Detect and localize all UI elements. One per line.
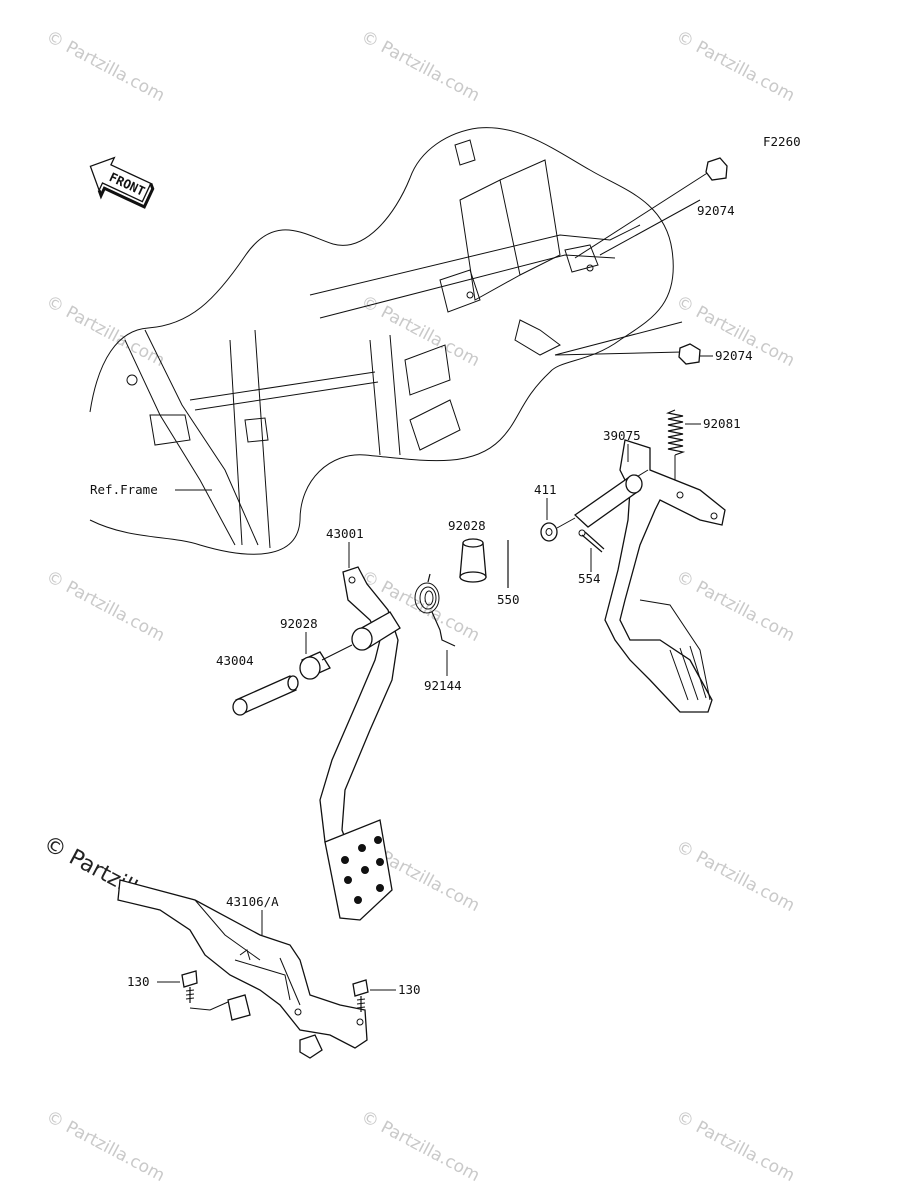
callout-43106a: 43106/A	[226, 894, 279, 909]
watermark: © Partzilla.com	[673, 837, 798, 916]
washer-411	[540, 522, 558, 542]
pedal-shaft	[573, 474, 643, 528]
bushing-92028-right	[459, 538, 487, 583]
callout-92144: 92144	[424, 678, 462, 693]
brake-pedal-39075	[604, 439, 726, 713]
ref-frame-label: Ref.Frame	[90, 482, 158, 497]
watermark: © Partzilla.com	[358, 27, 483, 106]
bracket-43106a	[117, 879, 368, 1059]
pedal-arm-43001	[319, 566, 401, 921]
bolt-130-right	[352, 979, 369, 1012]
callout-554: 554	[578, 571, 601, 586]
watermark: © Partzilla.com	[43, 567, 168, 646]
watermark: © Partzilla.com	[673, 567, 798, 646]
frame-outline	[89, 127, 713, 555]
figure-code: F2260	[763, 134, 801, 149]
front-arrow-icon: FRONT	[89, 156, 155, 209]
callout-130-left: 130	[127, 974, 150, 989]
callout-411: 411	[534, 482, 557, 497]
callout-43004: 43004	[216, 653, 254, 668]
cap-nut-92074-top	[705, 157, 728, 181]
pivot-pin-43004	[232, 675, 299, 716]
torsion-spring-92144	[414, 573, 456, 647]
watermark: © Partzilla.com	[43, 1107, 168, 1186]
watermark: © Partzilla.com	[358, 1107, 483, 1186]
callout-92028-right: 92028	[448, 518, 486, 533]
callout-92074-mid: 92074	[715, 348, 753, 363]
cotter-pin-554	[578, 529, 605, 553]
bolt-130-left	[181, 970, 198, 1003]
callout-92028-left: 92028	[280, 616, 318, 631]
pedal-pad-studs	[341, 836, 384, 904]
bushing-92028-left	[299, 651, 331, 680]
watermark: © Partzilla.com	[673, 1107, 798, 1186]
watermark: © Partzilla.com	[43, 27, 168, 106]
watermark-group: © Partzilla.com © Partzilla.com © Partzi…	[39, 27, 798, 1186]
callout-92074-top: 92074	[697, 203, 735, 218]
callout-43001: 43001	[326, 526, 364, 541]
watermark: © Partzilla.com	[43, 292, 168, 371]
callout-92081: 92081	[703, 416, 741, 431]
callout-39075: 39075	[603, 428, 641, 443]
callout-550: 550	[497, 592, 520, 607]
watermark: © Partzilla.com	[673, 27, 798, 106]
cap-nut-92074-mid	[678, 343, 701, 365]
callout-130-right: 130	[398, 982, 421, 997]
